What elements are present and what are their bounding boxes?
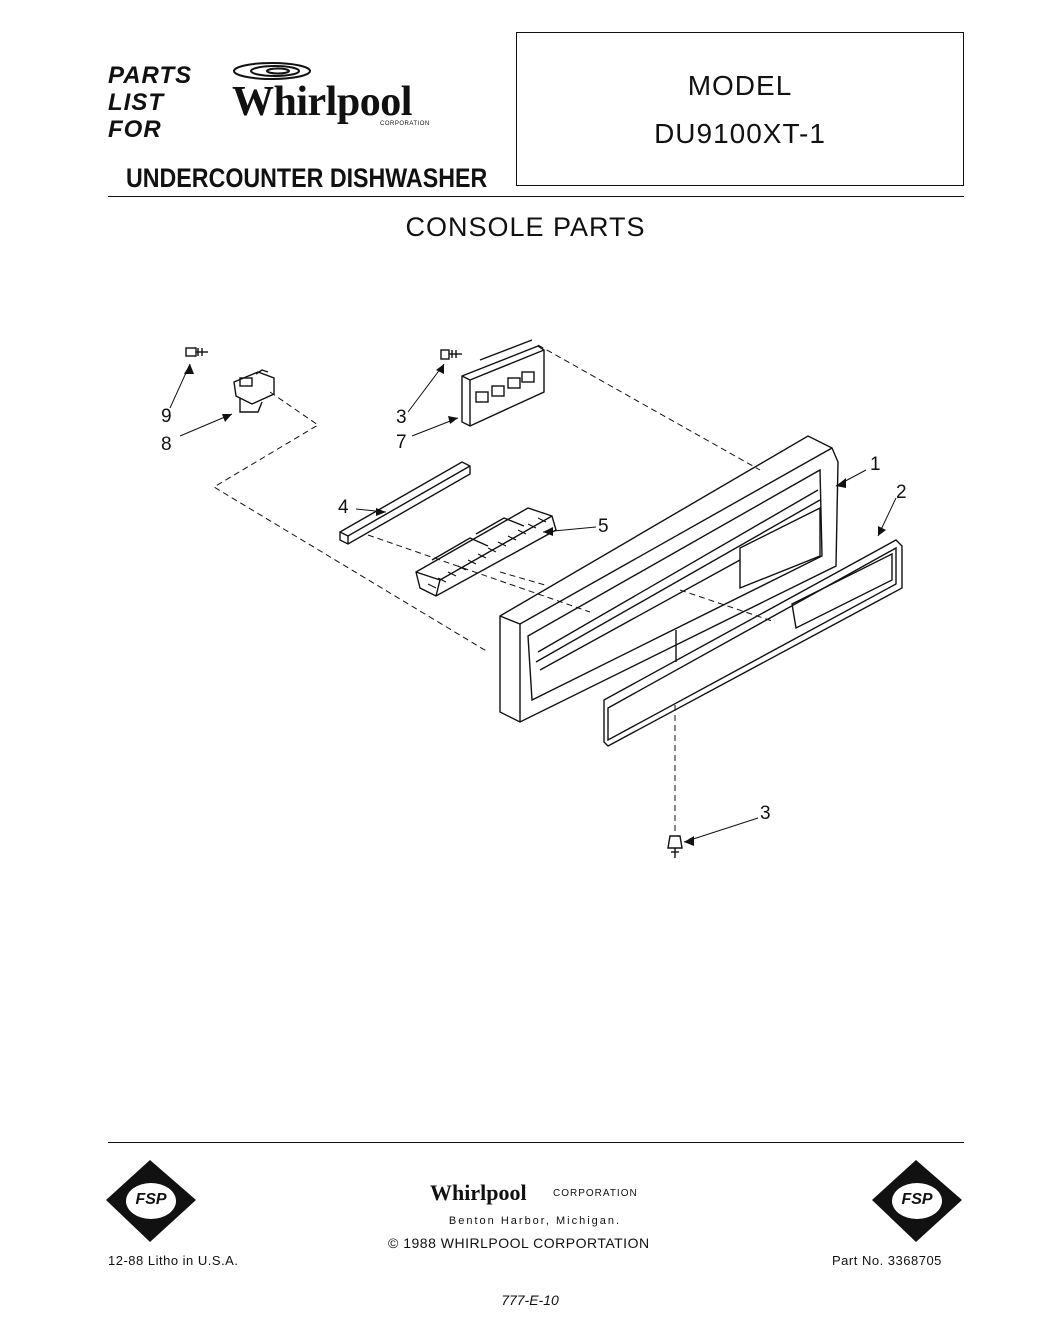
button-assembly-5-icon [415,507,557,597]
footer-brand: Whirlpool [430,1180,527,1205]
fsp-left-icon [106,1160,196,1242]
section-title: CONSOLE PARTS [405,212,646,242]
assembly-line-d [499,571,546,586]
overlay-2-icon [603,539,903,747]
callout-8: 8 [161,434,172,455]
list-word: LIST [108,89,164,116]
product-name: UNDERCOUNTER DISHWASHER [126,163,488,193]
fsp-right-label: FSP [901,1191,933,1208]
callout-2: 2 [896,482,907,503]
callout-3-top: 3 [396,407,407,428]
assembly-line-c [367,534,591,613]
callout-3-bottom: 3 [760,803,771,824]
callout-7: 7 [396,432,407,453]
callout-4: 4 [338,497,349,518]
brand-logo: Whirlpool [232,79,412,125]
callout-9: 9 [161,406,172,427]
assembly-line-b [537,344,761,471]
console-panel-1-icon [499,435,839,723]
assembly-line-e [679,589,776,623]
fsp-right-icon [872,1160,962,1242]
brand-sub: CORPORATION [380,121,430,127]
for-word: FOR [108,116,162,143]
footer-ref-code: 777-E-10 [501,1292,559,1308]
screw-3-bottom-icon [667,835,683,858]
footer-part-number: Part No. 3368705 [832,1253,942,1268]
bracket-4-icon [339,461,471,545]
model-box [516,32,964,186]
parts-list-for: PARTS LIST FOR [108,62,192,143]
parts-word: PARTS [108,62,193,89]
screw-9-icon [185,347,208,357]
footer-litho: 12-88 Litho in U.S.A. [108,1253,239,1268]
screw-3-top-icon [440,349,462,360]
control-module-7-icon [461,339,545,427]
header-rule [108,196,964,197]
callout-1: 1 [870,454,881,475]
footer-city: Benton Harbor, Michigan. [448,1215,622,1227]
callout-5: 5 [598,516,609,537]
model-label: MODEL [687,70,793,101]
model-number: DU9100XT-1 [654,118,826,149]
footer-corporation: CORPORATION [553,1188,638,1199]
leader-arrowheads [184,364,886,846]
footer-rule [108,1142,964,1143]
footer-copyright: © 1988 WHIRLPOOL CORPORTATION [388,1235,650,1251]
fsp-left-label: FSP [135,1191,167,1208]
switch-8-icon [233,369,275,413]
